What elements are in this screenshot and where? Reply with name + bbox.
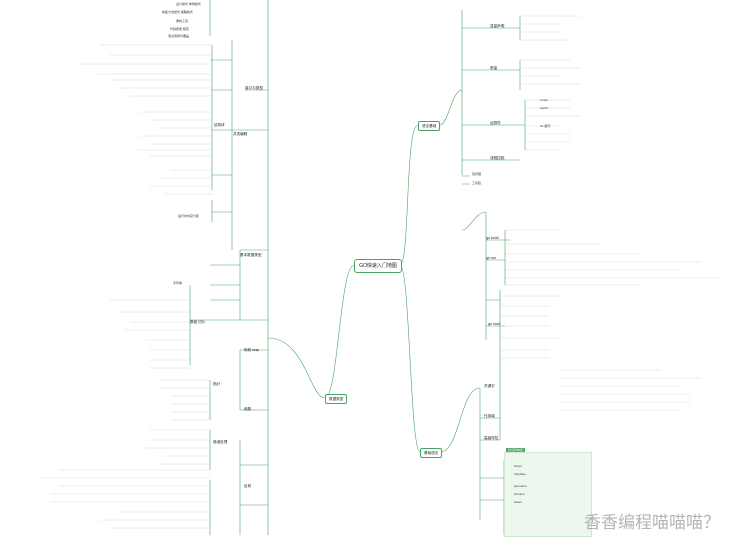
right-node[interactable]: 工具链 [472, 181, 482, 185]
hub-syntax-basics[interactable]: 语法基础 [418, 121, 441, 131]
hub-basic-grammar[interactable]: 基础语法 [420, 448, 443, 458]
right-node[interactable]: 流程控制 [490, 156, 505, 160]
left-node[interactable]: 接口与类型 [245, 86, 263, 90]
right-node[interactable]: 运算符 [490, 121, 501, 125]
right-node[interactable]: Interface [514, 472, 526, 476]
left-node[interactable]: 运行时内存分配 [178, 214, 200, 218]
right-node[interactable]: go run [486, 256, 497, 260]
right-node[interactable]: goroutine [514, 484, 527, 488]
right-node[interactable]: channel [514, 492, 525, 496]
right-node[interactable]: go build [486, 236, 499, 240]
right-node[interactable]: 关键字 [484, 384, 495, 388]
hub-data-types[interactable]: 数据类型 [325, 394, 348, 404]
right-node[interactable]: go mod [488, 322, 500, 326]
left-node[interactable]: 代码质量 规范 [170, 27, 189, 31]
right-node[interactable]: 高级特性 [484, 436, 499, 440]
right-node[interactable]: 常量 [490, 66, 498, 70]
left-node[interactable]: 测试用例与覆盖 [168, 34, 190, 38]
left-node[interactable]: 数组 切片 [190, 320, 206, 324]
left-node[interactable]: 字符串 [173, 281, 183, 285]
left-node[interactable]: 映射 map [244, 348, 260, 352]
left-node[interactable]: 模板方法模式 策略模式 [162, 10, 193, 14]
left-node[interactable]: 错误处理 [213, 440, 228, 444]
right-node[interactable]: switch [540, 106, 549, 110]
left-node[interactable]: 函数 [244, 407, 252, 411]
left-node[interactable]: 反射 [244, 484, 252, 488]
right-node[interactable]: 包管理 [472, 172, 482, 176]
tag-identifier: 标识符命名 [506, 448, 526, 453]
left-node[interactable]: 设计模式 单例模式 [176, 2, 201, 6]
watermark: 香香编程喵喵喵？ [584, 513, 720, 533]
right-node[interactable]: Struct [514, 464, 522, 468]
left-node[interactable]: 重构工具 [176, 19, 189, 23]
right-node[interactable]: if else [540, 98, 548, 102]
right-node[interactable]: for 循环 [540, 124, 551, 128]
left-node[interactable]: 并发编程 [233, 132, 248, 136]
left-node[interactable]: 结构体 [214, 123, 225, 127]
left-node[interactable]: 基本数据类型 [240, 253, 262, 257]
right-node[interactable]: 变量声明 [490, 24, 505, 28]
root-node[interactable]: GO快速入门地图 [354, 259, 402, 273]
right-node[interactable]: 作用域 [484, 414, 495, 418]
right-node[interactable]: select [514, 500, 522, 504]
left-node[interactable]: 指针 [213, 382, 221, 386]
